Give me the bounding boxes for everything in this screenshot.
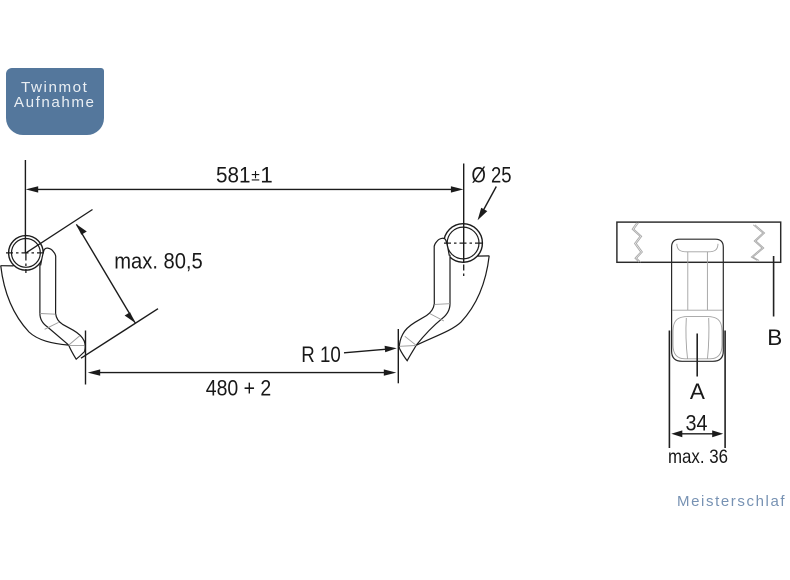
svg-text:1: 1 <box>260 162 273 187</box>
svg-text:max. 80,5: max. 80,5 <box>114 249 203 274</box>
svg-text:max. 36: max. 36 <box>668 446 728 468</box>
svg-text:581: 581 <box>216 162 251 187</box>
svg-text:34: 34 <box>686 411 708 436</box>
svg-text:B: B <box>767 325 782 350</box>
svg-text:Ø 25: Ø 25 <box>472 162 512 187</box>
svg-text:±: ± <box>251 168 260 185</box>
svg-text:R 10: R 10 <box>301 342 341 367</box>
svg-text:A: A <box>690 379 705 404</box>
svg-text:480 + 2: 480 + 2 <box>206 375 272 400</box>
